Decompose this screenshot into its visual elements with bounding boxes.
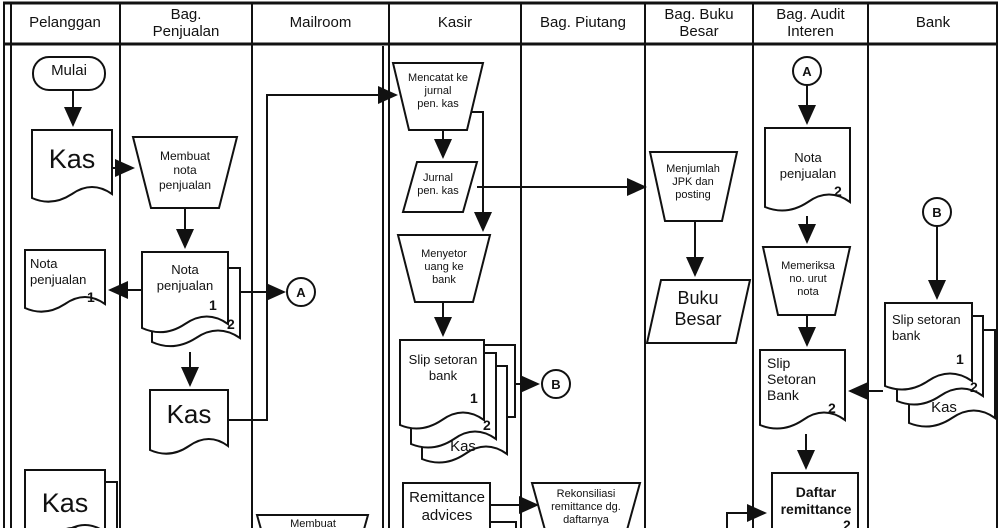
wire-mencatat-to-menyetor bbox=[467, 111, 492, 232]
lane-header-mailroom: Mailroom bbox=[289, 14, 352, 32]
label-buku-besar: Buku Besar bbox=[674, 288, 722, 329]
label-slip-bank-kas: Kas bbox=[931, 399, 957, 416]
label-mulai: Mulai bbox=[51, 62, 87, 79]
document-remittance-advices bbox=[402, 482, 491, 528]
connector-a-audit bbox=[792, 56, 822, 86]
connector-b-bank bbox=[922, 197, 952, 227]
label-nota-sales: Nota penjualan bbox=[156, 262, 214, 293]
manual-op-membuat-mailroom bbox=[255, 514, 370, 528]
label-membuat-nota: Membuat nota penjualan bbox=[158, 149, 212, 192]
lane-header-bag-penjualan: Bag. Penjualan bbox=[152, 5, 220, 40]
label-connector-a-mailroom: A bbox=[296, 284, 306, 300]
label-slip-bank: Slip setoran bank bbox=[892, 312, 961, 343]
lane-header-bag-audit-interen: Bag. Audit Interen bbox=[776, 5, 845, 40]
label-daftar-remittance: Daftar remittance bbox=[780, 484, 852, 517]
wire-kas-sales-to-mencatat bbox=[228, 86, 398, 421]
copy-number: 2 bbox=[828, 400, 836, 416]
label-rekonsiliasi: Rekonsiliasi remittance dg. daftarnya bbox=[551, 488, 621, 527]
document-daftar-remittance bbox=[771, 472, 859, 528]
document-slip-kasir-copy1 bbox=[399, 339, 485, 430]
lane-header-bag-buku-besar: Bag. Buku Besar bbox=[664, 5, 734, 40]
document-nota-sales-copy1 bbox=[141, 251, 229, 334]
terminator-mulai bbox=[32, 56, 106, 91]
manual-op-memeriksa bbox=[761, 246, 852, 316]
document-slip-audit bbox=[759, 349, 846, 430]
label-kas-bottom: Kas bbox=[41, 488, 89, 518]
copy-number: 2 bbox=[834, 183, 842, 199]
label-menyetor: Menyetor uang ke bank bbox=[421, 248, 467, 287]
label-jurnal: Jurnal pen. kas bbox=[417, 172, 459, 198]
label-mencatat: Mencatat ke jurnal pen. kas bbox=[408, 72, 468, 111]
connector-a-mailroom bbox=[286, 277, 316, 307]
manual-op-menjumlah bbox=[648, 151, 739, 222]
document-kas-bottom bbox=[24, 469, 106, 528]
copy-number: 1 bbox=[87, 289, 95, 305]
label-nota-penjualan-customer: Nota penjualan bbox=[30, 256, 87, 287]
manual-op-menyetor bbox=[396, 234, 492, 303]
document-nota-penjualan-customer bbox=[24, 249, 106, 313]
label-remittance: Remittance advices bbox=[409, 489, 485, 524]
label-connector-b-bank: B bbox=[932, 204, 942, 220]
lane-header-bag-piutang: Bag. Piutang bbox=[540, 14, 626, 32]
copy-number: 2 bbox=[483, 417, 491, 433]
label-slip-kasir: Slip setoran bank bbox=[408, 352, 478, 383]
copy-number: 2 bbox=[227, 316, 235, 332]
label-menjumlah: Menjumlah JPK dan posting bbox=[666, 163, 720, 202]
label-membuat-mailroom: Membuat bbox=[290, 518, 336, 528]
document-nota-audit bbox=[764, 127, 851, 212]
copy-number: 1 bbox=[470, 390, 478, 406]
label-slip-audit: Slip Setoran Bank bbox=[767, 355, 817, 404]
connector-b-piutang bbox=[541, 369, 571, 399]
lane-header-pelanggan: Pelanggan bbox=[29, 14, 101, 32]
lane-header-bank: Bank bbox=[915, 14, 951, 32]
label-nota-audit: Nota penjualan bbox=[779, 150, 837, 181]
copy-number: 1 bbox=[956, 351, 964, 367]
label-memeriksa: Memeriksa no. urut nota bbox=[781, 260, 835, 299]
label-connector-b-piutang: B bbox=[551, 376, 561, 392]
manual-op-mencatat bbox=[391, 62, 485, 131]
document-slip-bank-copy1 bbox=[884, 302, 973, 391]
label-slip-kasir-kas: Kas bbox=[450, 438, 476, 455]
label-connector-a-audit: A bbox=[802, 63, 812, 79]
copy-number: 2 bbox=[970, 379, 978, 395]
manual-op-rekonsiliasi bbox=[530, 482, 642, 528]
manual-op-membuat-nota bbox=[131, 136, 239, 209]
label-kas-customer: Kas bbox=[48, 144, 96, 174]
wire-bottom-to-daftar bbox=[726, 504, 767, 528]
ledger-buku-besar bbox=[645, 279, 752, 344]
document-kas-customer bbox=[31, 129, 113, 203]
label-kas-sales: Kas bbox=[166, 399, 212, 429]
wire-remittance-down bbox=[490, 521, 517, 528]
copy-number: 2 bbox=[843, 517, 851, 528]
document-kas-sales bbox=[149, 389, 229, 455]
lane-header-kasir: Kasir bbox=[437, 14, 473, 32]
journal-jurnal-pen-kas bbox=[401, 161, 479, 213]
copy-number: 1 bbox=[209, 297, 217, 313]
